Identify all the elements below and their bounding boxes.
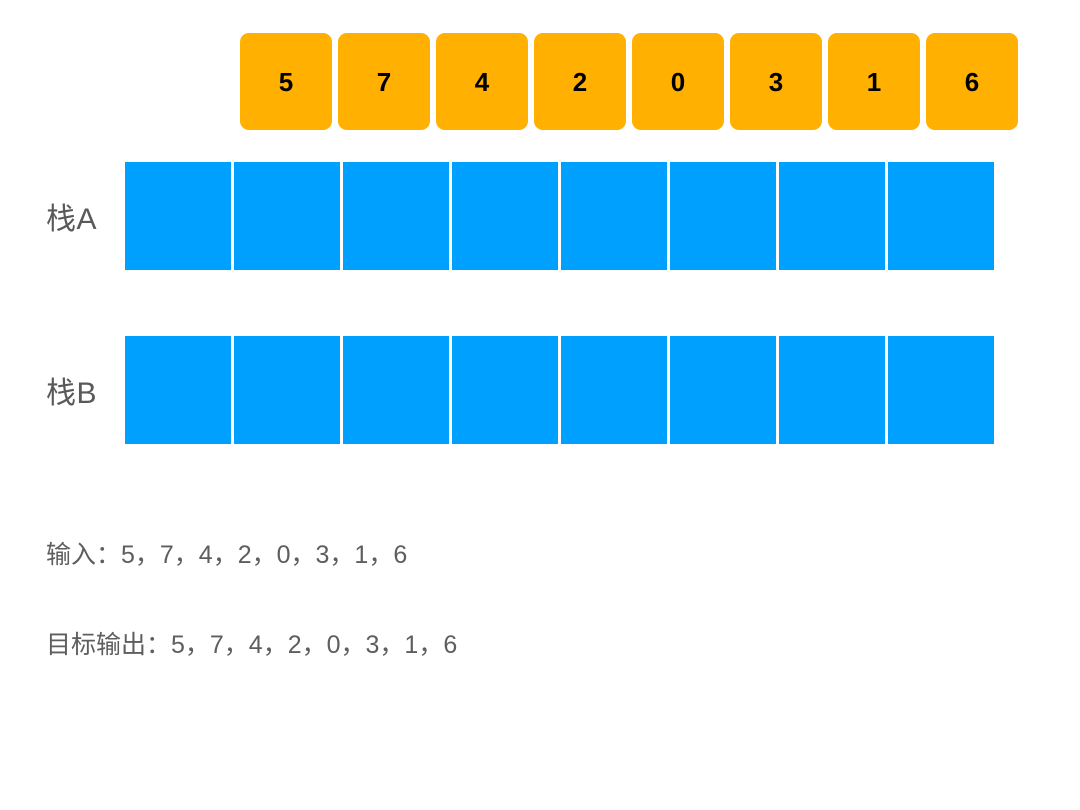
stack-cell	[452, 162, 558, 270]
input-card-value: 2	[572, 66, 588, 97]
stack-cell	[779, 162, 885, 270]
input-card: 3	[730, 33, 822, 130]
stack-cells-b	[125, 336, 994, 444]
stack-cell	[561, 162, 667, 270]
stack-label-a: 栈A	[46, 203, 98, 236]
stack-cell	[234, 162, 340, 270]
caption-input-sequence: 输入：5，7，4，2，0，3，1，6	[46, 541, 408, 569]
input-card: 7	[338, 33, 430, 130]
stack-cell	[670, 162, 776, 270]
stack-cell	[561, 336, 667, 444]
stack-cell	[670, 336, 776, 444]
input-card: 5	[240, 33, 332, 130]
stack-cell	[343, 162, 449, 270]
stack-cell	[125, 162, 231, 270]
input-card-value: 3	[768, 66, 784, 97]
input-card: 1	[828, 33, 920, 130]
stack-cell	[888, 162, 994, 270]
input-card-row: 5 7 4 2 0 3 1 6	[240, 33, 1018, 130]
stack-cell	[452, 336, 558, 444]
stack-cell	[888, 336, 994, 444]
input-card-value: 7	[376, 66, 392, 97]
input-card: 0	[632, 33, 724, 130]
stack-cell	[343, 336, 449, 444]
input-card: 4	[436, 33, 528, 130]
input-card-value: 1	[866, 66, 882, 97]
stack-cells-a	[125, 162, 994, 270]
input-card: 6	[926, 33, 1018, 130]
input-card-value: 0	[670, 66, 686, 97]
stack-cell	[234, 336, 340, 444]
stack-row-a: 栈A	[0, 162, 1080, 272]
input-card-value: 5	[278, 66, 294, 97]
input-card-value: 6	[964, 66, 980, 97]
stack-row-b: 栈B	[0, 336, 1080, 446]
stack-label-b: 栈B	[46, 377, 98, 410]
stack-cell	[779, 336, 885, 444]
input-card: 2	[534, 33, 626, 130]
stack-cell	[125, 336, 231, 444]
caption-target-output-sequence: 目标输出：5，7，4，2，0，3，1，6	[46, 631, 458, 659]
input-card-value: 4	[474, 66, 490, 97]
